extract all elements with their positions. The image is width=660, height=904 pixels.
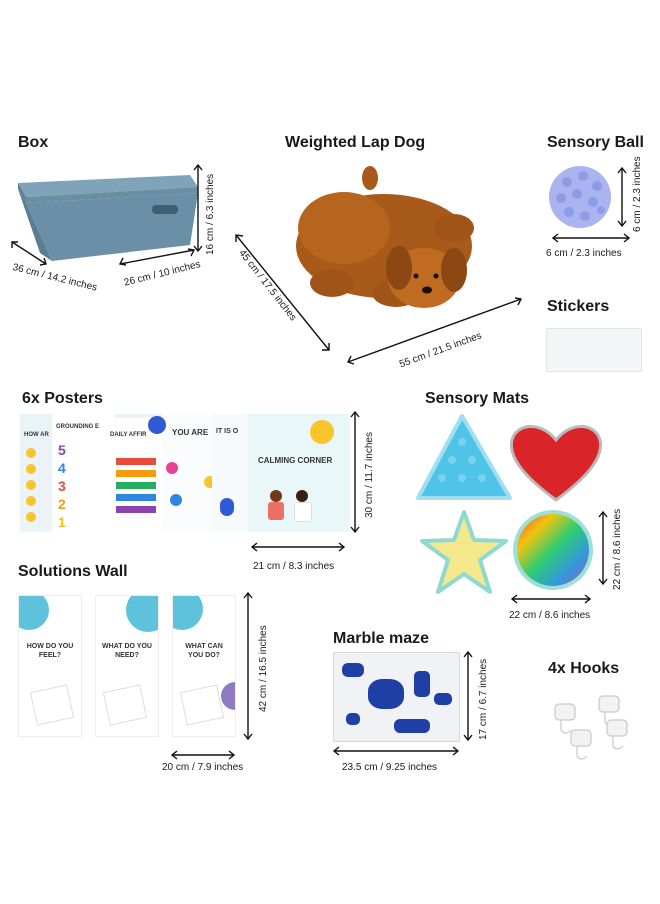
wall-width-label: 20 cm / 7.9 inches xyxy=(162,762,244,773)
poster-1-title: HOW AR xyxy=(24,432,49,438)
ball-title: Sensory Ball xyxy=(547,134,644,151)
maze-width-arrow xyxy=(332,746,460,756)
wall-width-arrow xyxy=(170,750,236,760)
maze-title: Marble maze xyxy=(333,630,430,647)
mats-width-label: 22 cm / 8.6 inches xyxy=(509,610,591,621)
wall-height-arrow xyxy=(243,591,253,741)
posters-width-arrow xyxy=(250,542,346,552)
maze-height-label: 17 cm / 6.7 inches xyxy=(478,658,489,740)
posters-height-arrow xyxy=(350,410,360,534)
ball-image xyxy=(549,166,611,228)
ball-height-label: 6 cm / 2.3 inches xyxy=(632,156,643,232)
box-height-arrow xyxy=(193,163,203,253)
hooks-image xyxy=(554,695,628,760)
ball-width-arrow xyxy=(551,233,631,243)
mats-title: Sensory Mats xyxy=(425,390,530,407)
wall-title: Solutions Wall xyxy=(18,563,128,580)
mats-height-arrow xyxy=(598,510,608,586)
mat-triangle-image xyxy=(416,414,512,500)
mat-star-image xyxy=(420,510,508,594)
poster-3-title: DAILY AFFIR xyxy=(110,432,147,438)
poster-2-title: GROUNDING E xyxy=(56,424,100,430)
ball-width-label: 6 cm / 2.3 inches xyxy=(546,248,622,259)
dog-diag-arrow xyxy=(235,234,330,351)
dog-title: Weighted Lap Dog xyxy=(285,134,426,151)
wall-height-label: 42 cm / 16.5 inches xyxy=(258,625,269,712)
box-title: Box xyxy=(18,134,49,151)
mat-heart-image xyxy=(509,425,603,502)
mats-width-arrow xyxy=(510,594,592,604)
wall-card-2: WHAT DO YOU NEED? xyxy=(95,595,159,737)
ball-height-arrow xyxy=(617,166,627,228)
wall-card-1: HOW DO YOU FEEL? xyxy=(18,595,82,737)
box-height-label: 16 cm / 6.3 inches xyxy=(205,173,216,255)
posters-strip: HOW AR GROUNDING E 5 4 3 2 1 DAILY AFFIR… xyxy=(20,414,350,532)
wall-card-2-question: WHAT DO YOU NEED? xyxy=(102,643,152,659)
box-width-arrow xyxy=(118,248,196,266)
dog-image xyxy=(296,166,474,308)
posters-width-label: 21 cm / 8.3 inches xyxy=(253,561,335,572)
dog-width-arrow xyxy=(347,297,523,365)
maze-width-label: 23.5 cm / 9.25 inches xyxy=(342,762,438,773)
poster-4-title: YOU ARE xyxy=(172,428,209,437)
box-length-arrow xyxy=(11,241,47,266)
hooks-title: 4x Hooks xyxy=(548,660,620,677)
maze-height-arrow xyxy=(463,650,473,742)
wall-card-1-question: HOW DO YOU FEEL? xyxy=(26,643,74,659)
box-image xyxy=(18,175,198,261)
posters-height-label: 30 cm / 11.7 inches xyxy=(364,432,375,518)
stickers-title: Stickers xyxy=(547,298,610,315)
poster-6-title: CALMING CORNER xyxy=(258,456,333,465)
maze-image xyxy=(333,652,460,742)
mat-sequin-image xyxy=(513,510,593,590)
mats-height-label: 22 cm / 8.6 inches xyxy=(612,508,623,590)
posters-title: 6x Posters xyxy=(22,390,103,407)
wall-card-3-question: WHAT CAN YOU DO? xyxy=(185,643,223,659)
stickers-image xyxy=(546,328,642,372)
wall-card-3: WHAT CAN YOU DO? xyxy=(172,595,236,737)
poster-5-title: IT IS O xyxy=(216,428,239,435)
